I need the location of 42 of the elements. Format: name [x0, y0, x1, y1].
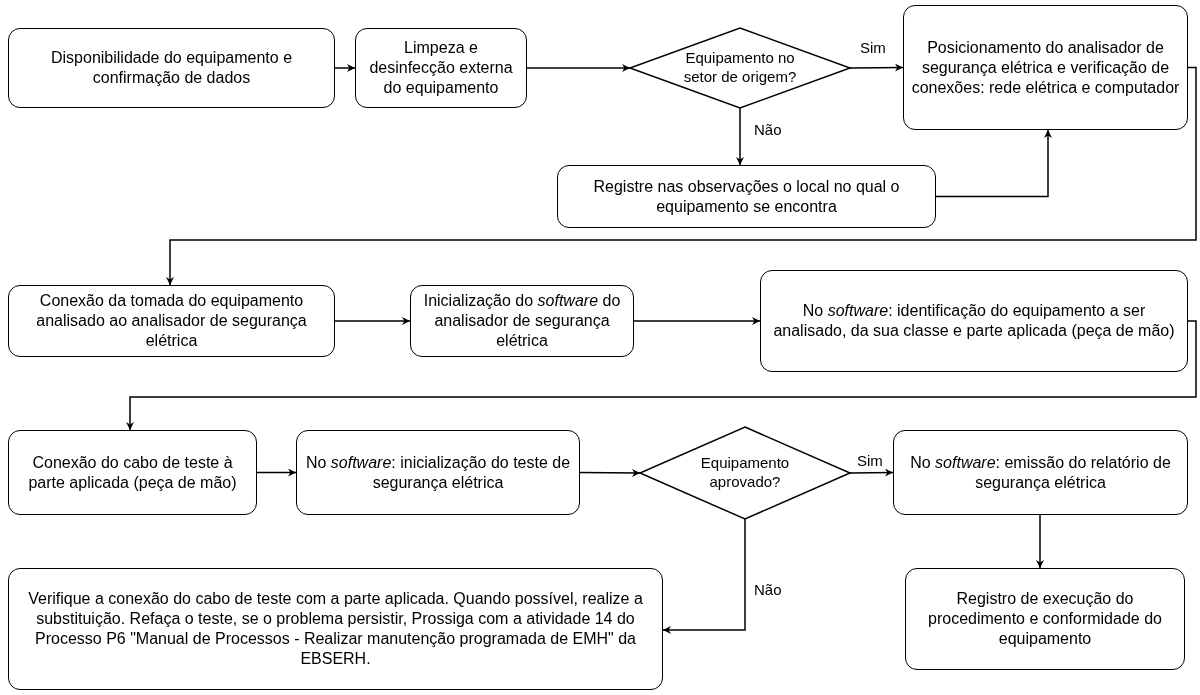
- node-text: Registro de execução do procedimento e conformidade do equipamento: [927, 589, 1163, 649]
- node-text: No software: emissão do relatório de segurança elétrica: [909, 452, 1172, 493]
- arrow: [662, 518, 746, 634]
- node-text: Disponibilidade do equipamento e confirmação de dados: [49, 48, 294, 88]
- node-text: Inicialização do software do analisador de segurança elétrica: [422, 291, 622, 351]
- arrow: [736, 107, 744, 166]
- process-box: [8, 28, 335, 108]
- decision-diamond: [640, 427, 850, 519]
- node-text: Verifique a conexão do cabo de teste com a parte aplicada. Quando possível, realize a substituição. Refaça o teste, se o problema persistir, Prossiga com a atividade 14 do Processo P6 "Manual de Processos - Realizar manutenção programada de EMH" da EBSERH.: [27, 589, 644, 669]
- process-box: [893, 430, 1188, 515]
- process-box: [355, 28, 527, 108]
- arrow: [935, 129, 1052, 198]
- arrow: [334, 317, 411, 325]
- arrow: [256, 468, 297, 477]
- process-box: [8, 568, 663, 690]
- node-text: Conexão da tomada do equipamento analisado ao analisador de segurança elétrica: [35, 291, 308, 351]
- process-box: [903, 5, 1188, 130]
- process-box: [905, 568, 1185, 670]
- node-text: Limpeza e desinfecção externa do equipamento: [368, 38, 514, 98]
- arrow: [126, 320, 1197, 431]
- process-box: [410, 285, 634, 357]
- node-text: Posicionamento do analisador de segurança elétrica e verificação de conexões: rede elétrica e computador: [910, 37, 1181, 98]
- arrow: [849, 468, 894, 477]
- node-text: No software: inicialização do teste de segurança elétrica: [304, 452, 572, 493]
- arrow: [633, 317, 761, 325]
- node-text: Equipamento aprovado?: [699, 454, 791, 492]
- arrow: [526, 64, 631, 72]
- node-text: Equipamento no setor de origem?: [682, 49, 798, 87]
- process-box: [296, 430, 580, 515]
- node-text: Registre nas observações o local no qual o equipamento se encontra: [592, 176, 901, 217]
- arrow: [166, 66, 1197, 286]
- process-box: [8, 285, 335, 357]
- process-box: [8, 430, 257, 515]
- arrow: [579, 468, 641, 477]
- process-box: [557, 165, 936, 228]
- decision-diamond: [630, 28, 850, 108]
- node-text: Conexão do cabo de teste à parte aplicada (peça de mão): [27, 452, 238, 493]
- arrow: [849, 63, 904, 72]
- node-text: No software: identificação do equipamento a ser analisado, da sua classe e parte aplicada (peça de mão): [772, 301, 1176, 341]
- arrow: [1036, 514, 1044, 569]
- process-box: [760, 270, 1188, 372]
- arrow: [334, 64, 356, 72]
